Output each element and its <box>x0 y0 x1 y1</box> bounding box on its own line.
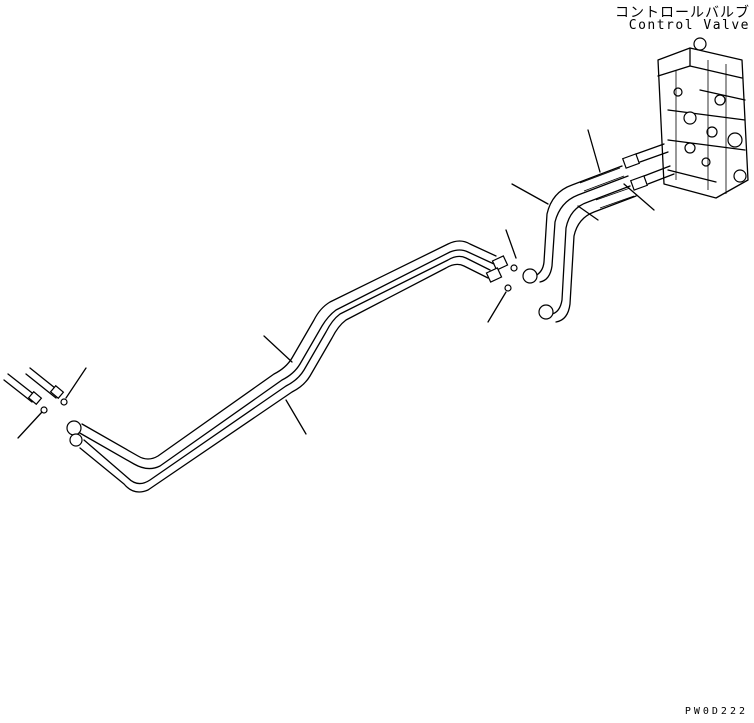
steel-tube-upper <box>77 240 497 470</box>
valve-fittings <box>621 143 675 191</box>
drawing-code: PW0D222 <box>684 706 748 717</box>
o-ring <box>504 284 512 292</box>
elbow-fitting <box>522 268 538 284</box>
leader-lines <box>17 129 655 439</box>
hose-lower <box>551 185 637 323</box>
tube-nut <box>491 255 509 271</box>
o-ring <box>510 264 518 272</box>
steel-tube-lower <box>79 255 491 493</box>
control-valve-body <box>657 37 749 199</box>
control-valve-label-jp: コントロールバルブ <box>615 5 750 21</box>
control-valve-label-en: Control Valve <box>628 18 750 33</box>
hose-upper <box>534 165 629 283</box>
elbow-fitting <box>538 304 554 320</box>
left-fittings <box>3 367 83 447</box>
tube-nut <box>485 267 503 283</box>
